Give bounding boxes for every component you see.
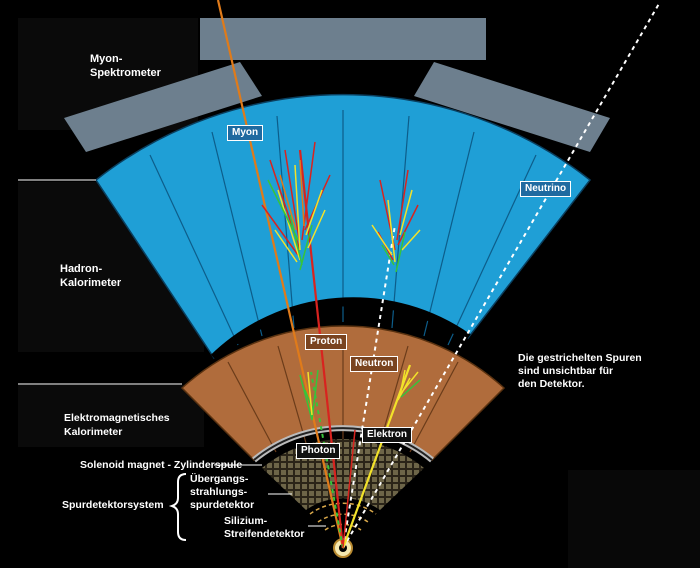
neutrino-track xyxy=(342,1,661,549)
muon-chamber-left xyxy=(64,62,262,152)
neutron-tag: Neutron xyxy=(350,356,399,372)
proton-tag: Proton xyxy=(305,334,348,350)
muon-chamber-right xyxy=(414,62,610,152)
silizium-label: Silizium- Streifendetektor xyxy=(224,515,305,540)
dashed-tracks-note: Die gestrichelten Spuren sind unsichtbar… xyxy=(518,352,642,390)
elektron-tag: Elektron xyxy=(362,427,413,443)
em-kalorimeter-label: Elektromagnetisches Kalorimeter xyxy=(64,412,170,438)
hadron-shower-right xyxy=(371,169,421,273)
hadron-kalorimeter-label: Hadron- Kalorimeter xyxy=(60,263,122,289)
em-shower-photon xyxy=(299,369,319,421)
muon-chamber-top xyxy=(200,18,486,60)
em-segments xyxy=(227,340,459,453)
hadron-shower-left xyxy=(261,141,331,271)
corner-panel xyxy=(568,470,700,568)
hadron-segments xyxy=(149,110,537,346)
calorimeter-gap xyxy=(210,297,471,362)
spurdetektorsystem-label: Spurdetektorsystem xyxy=(62,499,164,511)
electron-track xyxy=(341,364,412,549)
photon-tag: Photon xyxy=(296,443,341,459)
uebergangsstrahlung-label: Übergangs- strahlungs- spurdetektor xyxy=(190,473,255,511)
em-label-panel xyxy=(18,385,204,447)
em-shower-electron xyxy=(397,369,421,401)
myon-spektrometer-label: Myon- Spektrometer xyxy=(90,53,161,79)
neutrino-tag: Neutrino xyxy=(520,181,572,197)
solenoid-label: Solenoid magnet - Zylinderspule xyxy=(80,459,243,471)
photon-track xyxy=(310,371,344,549)
leader-lines xyxy=(18,179,326,527)
neutron-track xyxy=(342,224,396,549)
silicon-strip-detector xyxy=(309,502,377,531)
myon-tag: Myon xyxy=(227,125,264,141)
spurdetektor-brace xyxy=(168,473,187,541)
